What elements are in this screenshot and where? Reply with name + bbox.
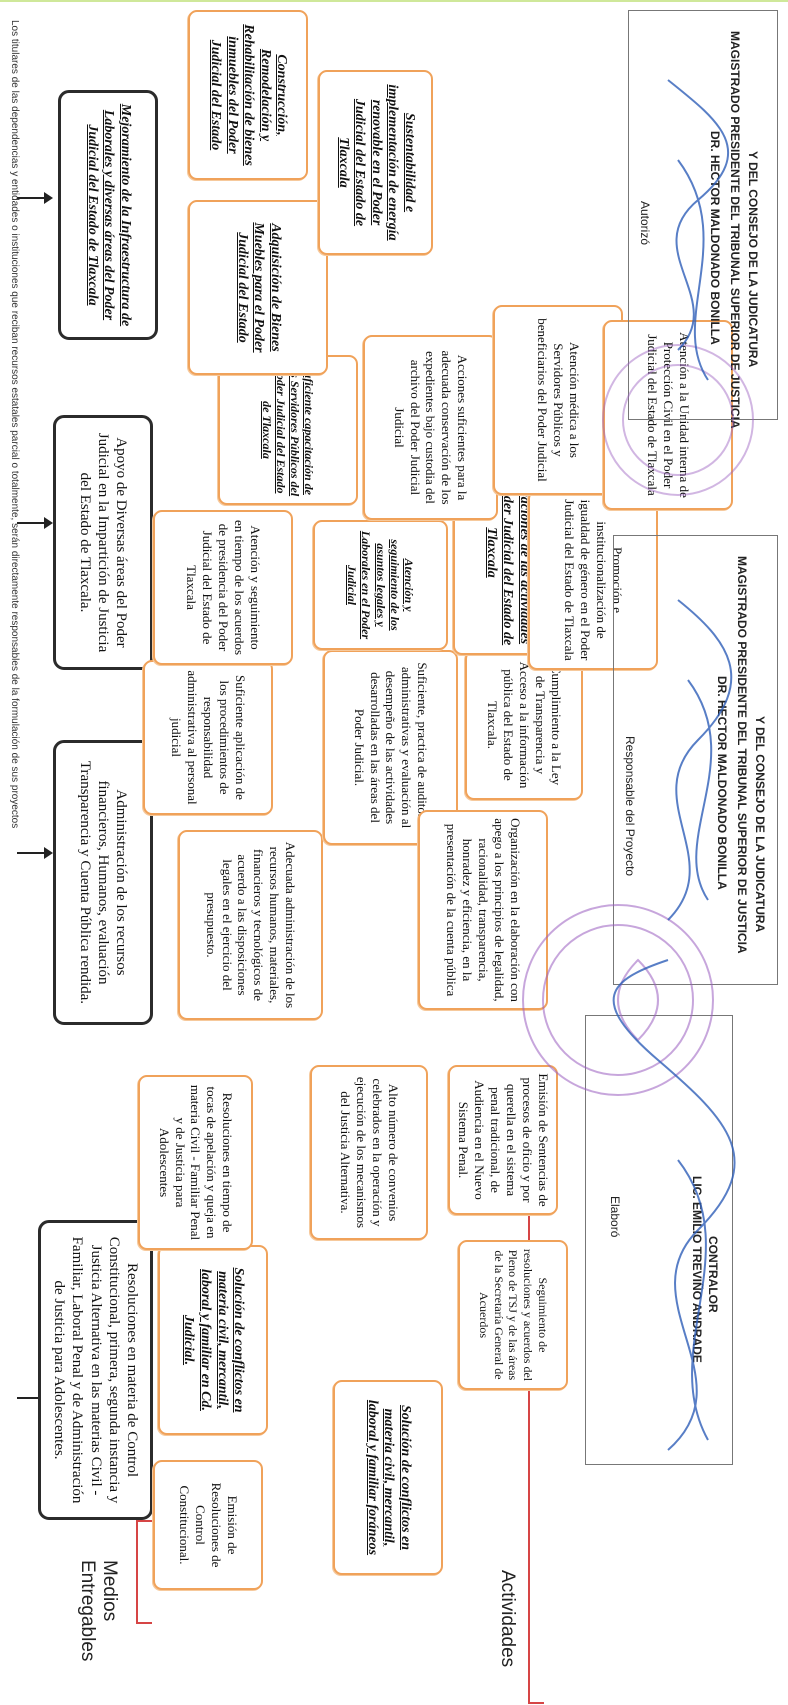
top-border-line [0, 0, 788, 2]
stamp-icon [602, 344, 754, 496]
handwritten-signature-icon [612, 79, 736, 1451]
footnote: Los titulares de las dependencias y enti… [9, 20, 20, 829]
official-seal-icon [522, 904, 714, 1096]
